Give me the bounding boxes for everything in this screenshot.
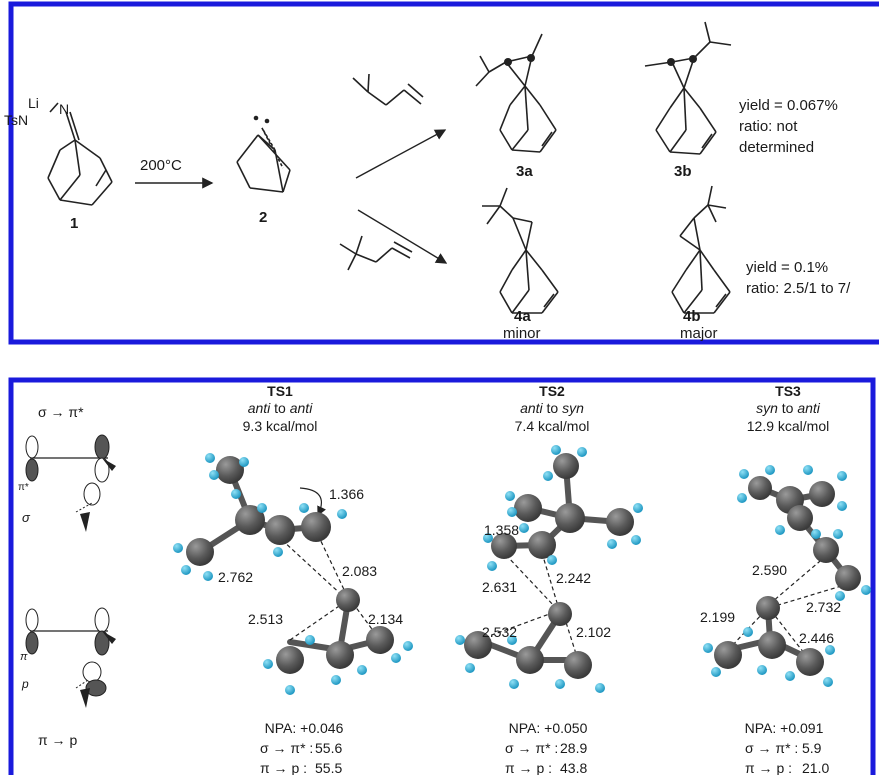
arrow-to-3 — [355, 129, 447, 179]
ts2-pi-label: π → p : — [505, 760, 552, 775]
compound-1-structure — [47, 102, 113, 206]
compound-2-structure — [236, 127, 291, 193]
result-bottom-yield: yield = 0.1% — [746, 259, 828, 276]
ts3-dist-1: 2.590 — [752, 562, 787, 578]
compound-4a-structure — [482, 187, 559, 314]
compound-3b-label: 3b — [674, 163, 692, 180]
carbene-electron-dot — [253, 115, 259, 121]
ts3-molecule — [703, 465, 871, 687]
compound-4b-label: 4b — [683, 308, 701, 325]
ts1-subtitle: anti to anti — [248, 400, 314, 416]
compound-3a-structure — [475, 33, 557, 153]
compound-3b-structure — [644, 21, 732, 155]
li-label: Li — [28, 95, 39, 111]
stereocenter-dot — [667, 58, 675, 66]
ts3-dist-3: 2.199 — [700, 609, 735, 625]
ts3-subtitle: syn to anti — [756, 400, 821, 416]
label-pi-star: π* — [18, 482, 29, 493]
stereocenter-dot — [527, 54, 535, 62]
reaction-scheme-panel: Li TsN N 1 200°C 2 — [4, 1, 879, 345]
ts1-energy: 9.3 kcal/mol — [243, 418, 318, 434]
result-bottom-ratio: ratio: 2.5/1 to 7/ — [746, 280, 851, 297]
n-label: N — [59, 101, 69, 117]
ts1-dist-5: 2.134 — [368, 611, 403, 627]
orbital-bottom-caption: π → p — [38, 732, 77, 748]
result-top-yield: yield = 0.067% — [739, 97, 838, 114]
arrow-to-4 — [357, 209, 448, 264]
orbital-diagrams: σ → π* π* σ π — [18, 404, 116, 748]
ts3-pi-value: 21.0 — [802, 760, 829, 775]
ts1-title: TS1 — [267, 383, 293, 399]
ts3-npa: NPA: +0.091 — [745, 720, 824, 736]
ts3-dist-2: 2.732 — [806, 599, 841, 615]
tsn-label: TsN — [4, 112, 28, 128]
ts1-dist-1: 1.366 — [329, 486, 364, 502]
ts1-pi-label: π → p : — [260, 760, 307, 775]
ts2-npa: NPA: +0.050 — [509, 720, 588, 736]
ts2-energy: 7.4 kcal/mol — [515, 418, 590, 434]
ts2-molecule — [455, 445, 643, 693]
ts1-pi-value: 55.5 — [315, 760, 342, 775]
ts2-subtitle: anti to syn — [520, 400, 584, 416]
ts1-dist-3: 2.083 — [342, 563, 377, 579]
ts2-dist-1: 1.358 — [484, 522, 519, 538]
ts1-dist-2: 2.762 — [218, 569, 253, 585]
ts2-pi-value: 43.8 — [560, 760, 587, 775]
ts2-sigma-value: 28.9 — [560, 740, 587, 756]
ts2-dist-3: 2.242 — [556, 570, 591, 586]
compound-2-label: 2 — [259, 209, 267, 226]
label-p: p — [21, 677, 29, 691]
ts1-sigma-label: σ → π* : — [260, 740, 313, 756]
compound-4b-structure — [671, 185, 731, 314]
compound-3a-label: 3a — [516, 163, 533, 180]
ts2-title: TS2 — [539, 383, 565, 399]
scheme-frame — [8, 1, 879, 345]
result-top-ratio-line2: determined — [739, 139, 814, 156]
stereocenter-dot — [504, 58, 512, 66]
compound-1-label: 1 — [70, 215, 78, 232]
alkene-dimethylbutene-structure — [339, 235, 413, 271]
ts1-npa: NPA: +0.046 — [265, 720, 344, 736]
ts1-column: TS1 anti to anti 9.3 kcal/mol — [173, 383, 413, 775]
ts1-dist-4: 2.513 — [248, 611, 283, 627]
label-sigma: σ — [22, 510, 31, 525]
ts3-pi-label: π → p : — [745, 760, 792, 775]
ts3-sigma-value: 5.9 — [802, 740, 822, 756]
ts2-dist-4: 2.532 — [482, 624, 517, 640]
ts3-title: TS3 — [775, 383, 801, 399]
conditions-label: 200°C — [140, 157, 182, 174]
compound-4a-label: 4a — [514, 308, 531, 325]
major-label: major — [680, 325, 718, 342]
ts3-dist-4: 2.446 — [799, 630, 834, 646]
ts3-column: TS3 syn to anti 12.9 kcal/mol — [700, 383, 871, 775]
ts-frame — [8, 377, 876, 775]
carbene-electron-dot — [264, 118, 270, 124]
orbital-top-caption: σ → π* — [38, 404, 84, 420]
alkene-methylbutene-structure — [352, 73, 424, 106]
stereocenter-dot — [689, 55, 697, 63]
result-top-ratio-line1: ratio: not — [739, 118, 798, 135]
minor-label: minor — [503, 325, 541, 342]
ts2-column: TS2 anti to syn 7.4 kcal/mol — [455, 383, 643, 775]
ts2-sigma-label: σ → π* : — [505, 740, 558, 756]
ts2-dist-5: 2.102 — [576, 624, 611, 640]
transition-states-panel: σ → π* π* σ π — [8, 377, 876, 775]
ts1-sigma-value: 55.6 — [315, 740, 342, 756]
ts2-dist-2: 2.631 — [482, 579, 517, 595]
ts3-energy: 12.9 kcal/mol — [747, 418, 829, 434]
ts3-sigma-label: σ → π* : — [745, 740, 798, 756]
label-pi: π — [20, 651, 28, 663]
ts1-molecule — [173, 453, 413, 695]
